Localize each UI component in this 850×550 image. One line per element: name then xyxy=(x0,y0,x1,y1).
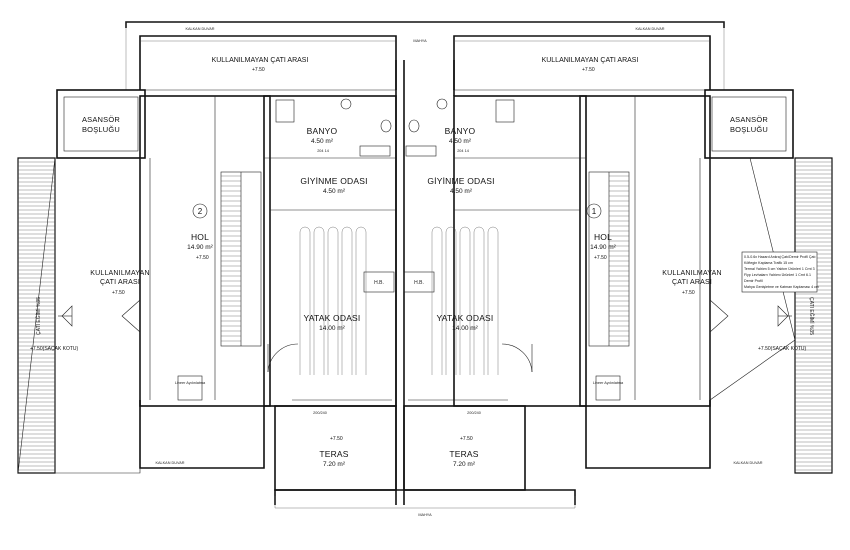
roof-slope-right: ÇATI EĞİMİ %35 xyxy=(808,297,815,335)
room-label-hol-right: HOL xyxy=(594,232,612,242)
left-roof xyxy=(17,157,141,474)
north-marker-right xyxy=(777,305,792,327)
hb-label-right: H.B. xyxy=(414,280,424,286)
heating-loop xyxy=(299,226,311,375)
area-teras-left: 7.20 m² xyxy=(323,461,346,468)
elevator-label-left: ASANSÖR xyxy=(82,115,120,124)
attic-label-left-1: KULLANILMAYAN xyxy=(90,270,150,277)
elevator-shaft-label-left: BOŞLUĞU xyxy=(82,125,120,134)
roof-legend-line: Demir Profil xyxy=(744,279,763,283)
roof-legend-line: Mahya Genişletme ve Katman Kaplaması 4 c… xyxy=(744,285,819,289)
hb-label-left: H.B. xyxy=(374,280,384,286)
area-teras-right: 7.20 m² xyxy=(453,461,476,468)
attic-label-top-right: KULLANILMAYAN ÇATI ARASI xyxy=(542,57,639,64)
level-label: +7.50 xyxy=(330,436,343,442)
unit-number-circle-right xyxy=(586,203,602,219)
roof-legend-line: Köftegin Kaplama Trafik 15 cm xyxy=(744,261,793,265)
lower-wings xyxy=(139,400,711,491)
room-label-hol-left: HOL xyxy=(191,232,209,242)
area-hol-right: 14.90 m² xyxy=(590,244,616,251)
room-label-giyinme-left: GİYİNME ODASI xyxy=(300,176,367,186)
kalkan-duvar-label-top-left: KALKAN DUVAR xyxy=(185,27,214,31)
area-yatak-left: 14.00 m² xyxy=(319,325,345,332)
linear-light-note-left: Lineer Aydınlatma xyxy=(175,381,206,385)
roof-outline xyxy=(125,21,725,509)
door-code: 204 14 xyxy=(317,149,329,153)
heating-loop xyxy=(445,226,457,375)
heating-loop xyxy=(313,226,325,375)
area-banyo-left: 4.50 m² xyxy=(311,138,334,145)
eave-level-left: +7.50(SAÇAK KOTU) xyxy=(30,346,79,352)
eave-level-right: +7.50(SAÇAK KOTU) xyxy=(758,346,807,352)
room-label-yatak-right: YATAK ODASI xyxy=(437,313,494,323)
roof-legend-line: Termal Yalıtım 5 cm Yalıtım Ürünleri 1 C… xyxy=(744,267,815,271)
room-label-giyinme-right: GİYİNME ODASI xyxy=(427,176,494,186)
heating-loop xyxy=(327,226,339,375)
mahya-label-top: MAHYA xyxy=(413,39,427,43)
heating-loop xyxy=(355,226,367,375)
door-code: 204 14 xyxy=(457,149,469,153)
attic-label-right-2: ÇATI ARASI xyxy=(672,279,712,286)
area-hol-left: 14.90 m² xyxy=(187,244,213,251)
area-yatak-right: 14.00 m² xyxy=(452,325,478,332)
heating-loop xyxy=(473,226,485,375)
kalkan-duvar-label-bottom-right: KALKAN DUVAR xyxy=(733,461,762,465)
level-label: +7.50 xyxy=(594,255,607,261)
unit-number-circle-left xyxy=(192,203,208,219)
left-internal xyxy=(177,96,396,401)
area-banyo-right: 4.50 m² xyxy=(449,138,472,145)
heating-loop xyxy=(459,226,471,375)
area-giyinme-left: 4.50 m² xyxy=(323,188,346,195)
sill-code: 200/240 xyxy=(313,411,327,415)
attic-label-right-1: KULLANILMAYAN xyxy=(662,270,722,277)
heating-loop xyxy=(341,226,353,375)
left-attic-wedge xyxy=(121,158,151,400)
room-label-banyo-left: BANYO xyxy=(307,126,338,136)
kalkan-duvar-label-bottom-left: KALKAN DUVAR xyxy=(155,461,184,465)
attic-label-top-left: KULLANILMAYAN ÇATI ARASI xyxy=(212,57,309,64)
roof-slope-left: ÇATI EĞİMİ %35 xyxy=(35,297,42,335)
area-giyinme-right: 4.50 m² xyxy=(450,188,473,195)
heating-loop xyxy=(431,226,443,375)
room-label-teras-right: TERAS xyxy=(449,449,478,459)
level-label: +7.50 xyxy=(252,67,265,73)
unit-number-right: 1 xyxy=(592,207,597,216)
room-label-banyo-right: BANYO xyxy=(445,126,476,136)
linear-light-note-right: Lineer Aydınlatma xyxy=(593,381,624,385)
right-internal xyxy=(403,96,636,401)
right-attic-wedge xyxy=(699,157,796,401)
level-label: +7.50 xyxy=(196,255,209,261)
roof-legend-line: Flyp Levhalarrı Yalıtımı Ürünleri 1 Crnt… xyxy=(744,273,811,277)
unit-number-left: 2 xyxy=(198,207,203,216)
kalkan-duvar-label-top-right: KALKAN DUVAR xyxy=(635,27,664,31)
sill-code: 200/240 xyxy=(467,411,481,415)
elevator-label-right: ASANSÖR xyxy=(730,115,768,124)
elevator-shaft-label-right: BOŞLUĞU xyxy=(730,125,768,134)
level-label: +7.50 xyxy=(112,290,125,296)
floor-heating-left xyxy=(299,226,367,375)
right-roof xyxy=(794,157,833,474)
roof-legend-line: 0.5-0.6x Hazard Ankraj Çatı/Demir Profil… xyxy=(744,255,816,259)
north-marker-left xyxy=(58,305,73,327)
attic-label-left-2: ÇATI ARASI xyxy=(100,279,140,286)
mahya-label-bottom: MAHYA xyxy=(418,513,432,517)
level-label: +7.50 xyxy=(682,290,695,296)
room-label-teras-left: TERAS xyxy=(319,449,348,459)
heating-loop xyxy=(487,226,499,375)
level-label: +7.50 xyxy=(582,67,595,73)
level-label: +7.50 xyxy=(460,436,473,442)
room-label-yatak-left: YATAK ODASI xyxy=(304,313,361,323)
roof-legend: 0.5-0.6x Hazard Ankraj Çatı/Demir Profil… xyxy=(741,251,819,293)
floor-heating-right xyxy=(431,226,499,375)
